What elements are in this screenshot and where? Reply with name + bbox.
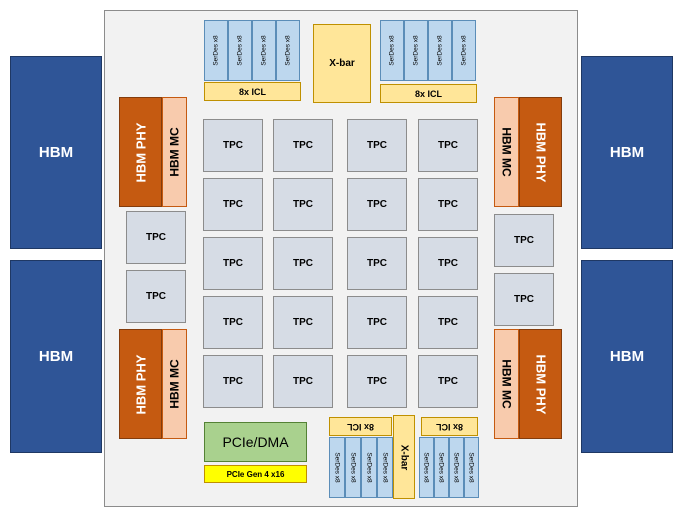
tpc-r5-c3: TPC [347,355,407,408]
tpc-r3-c4: TPC [418,237,478,290]
tpc-r1-c2: TPC [273,119,333,172]
tpc-r5-c2: TPC [273,355,333,408]
hbm-mc-top-right: HBM MC [494,97,519,207]
tpc-r1-c1: TPC [203,119,263,172]
hbm-phy-top-right: HBM PHY [519,97,562,207]
serdes-bottom-left-2: SerDes x8 [345,437,361,498]
tpc-r4-c2: TPC [273,296,333,349]
serdes-bottom-right-4: SerDes x8 [464,437,479,498]
pcie-dma-block: PCIe/DMA [204,422,307,462]
serdes-bottom-right-3: SerDes x8 [449,437,464,498]
tpc-r4-c4: TPC [418,296,478,349]
serdes-top-left-2: SerDes x8 [228,20,252,81]
tpc-r2-c4: TPC [418,178,478,231]
pcie-gen4-x16: PCIe Gen 4 x16 [204,465,307,483]
serdes-bottom-left-4: SerDes x8 [377,437,393,498]
hbm-bottom-left: HBM [10,260,102,453]
tpc-r1-c4: TPC [418,119,478,172]
tpc-r1-c3: TPC [347,119,407,172]
icl-top-right: 8x ICL [380,84,477,103]
xbar-bottom: X-bar [393,415,415,499]
serdes-bottom-left-1: SerDes x8 [329,437,345,498]
tpc-r4-c3: TPC [347,296,407,349]
icl-bottom-right: 8x ICL [421,417,478,436]
serdes-bottom-left-3: SerDes x8 [361,437,377,498]
hbm-mc-top-left: HBM MC [162,97,187,207]
hbm-phy-top-left: HBM PHY [119,97,162,207]
tpc-r5-c4: TPC [418,355,478,408]
tpc-r3-c2: TPC [273,237,333,290]
hbm-top-left: HBM [10,56,102,249]
hbm-mc-bottom-right: HBM MC [494,329,519,439]
tpc-r2-c1: TPC [203,178,263,231]
serdes-top-left-4: SerDes x8 [276,20,300,81]
hbm-mc-bottom-left: HBM MC [162,329,187,439]
serdes-top-right-3: SerDes x8 [428,20,452,81]
tpc-r3-c1: TPC [203,237,263,290]
tpc-left-2: TPC [126,270,186,323]
tpc-left-1: TPC [126,211,186,264]
tpc-right-1: TPC [494,214,554,267]
tpc-r2-c3: TPC [347,178,407,231]
serdes-top-left-1: SerDes x8 [204,20,228,81]
hbm-phy-bottom-left: HBM PHY [119,329,162,439]
serdes-top-right-2: SerDes x8 [404,20,428,81]
serdes-top-right-4: SerDes x8 [452,20,476,81]
icl-bottom-left: 8x ICL [329,417,392,436]
tpc-right-2: TPC [494,273,554,326]
hbm-top-right: HBM [581,56,673,249]
tpc-r2-c2: TPC [273,178,333,231]
tpc-r5-c1: TPC [203,355,263,408]
xbar-top: X-bar [313,24,371,103]
tpc-r4-c1: TPC [203,296,263,349]
hbm-bottom-right: HBM [581,260,673,453]
hbm-phy-bottom-right: HBM PHY [519,329,562,439]
serdes-bottom-right-1: SerDes x8 [419,437,434,498]
serdes-top-right-1: SerDes x8 [380,20,404,81]
serdes-top-left-3: SerDes x8 [252,20,276,81]
tpc-r3-c3: TPC [347,237,407,290]
serdes-bottom-right-2: SerDes x8 [434,437,449,498]
icl-top-left: 8x ICL [204,82,301,101]
